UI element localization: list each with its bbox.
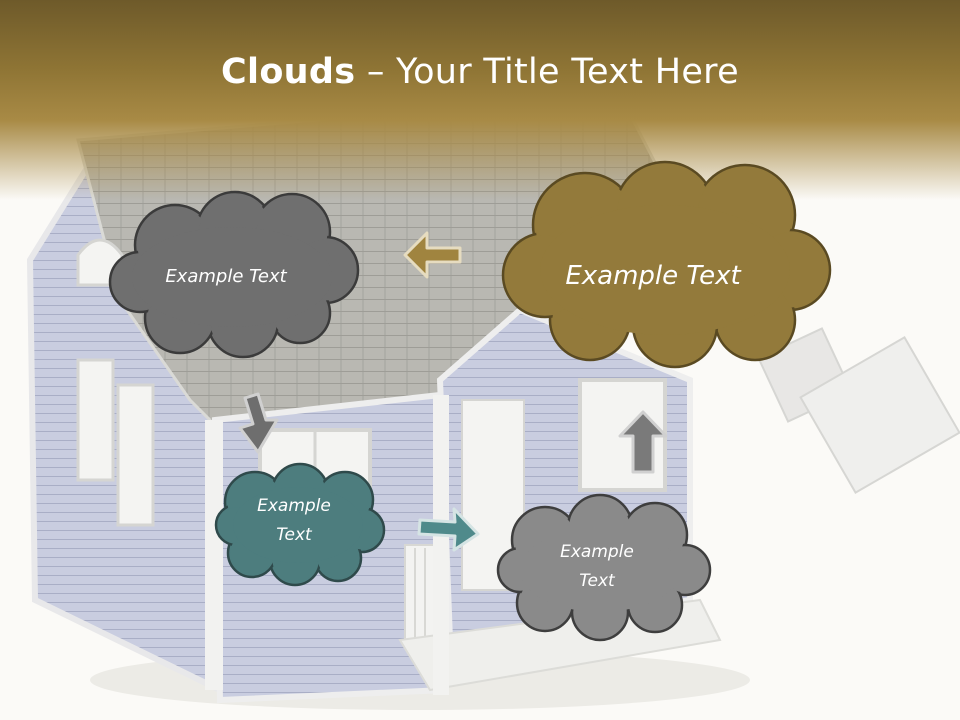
header-band	[0, 0, 960, 200]
cloud-gold-right-text: Example Text	[565, 261, 741, 291]
cloud-gray-bottom-text-line1: Example	[560, 542, 634, 562]
cloud-teal-bottom: Example Text	[214, 462, 386, 587]
arrow-right-icon	[417, 507, 480, 552]
cloud-gold-right: Example Text	[501, 160, 832, 369]
cloud-gray-bottom: Example Text	[496, 493, 712, 642]
arrow-left-icon	[403, 231, 462, 279]
cloud-gray-bottom-text-line2: Text	[579, 571, 616, 591]
cloud-teal-bottom-text-line2: Text	[276, 525, 313, 545]
arrow-up-icon	[618, 410, 668, 474]
cloud-teal-bottom-text-line1: Example	[257, 496, 331, 516]
title-bold: Clouds	[221, 52, 356, 92]
title-rest: – Your Title Text Here	[355, 52, 739, 92]
slide-title: Clouds – Your Title Text Here	[0, 52, 960, 92]
arrow-down-icon	[238, 392, 279, 454]
cloud-gray-left-text: Example Text	[165, 266, 287, 287]
cloud-gray-left: Example Text	[108, 190, 360, 359]
